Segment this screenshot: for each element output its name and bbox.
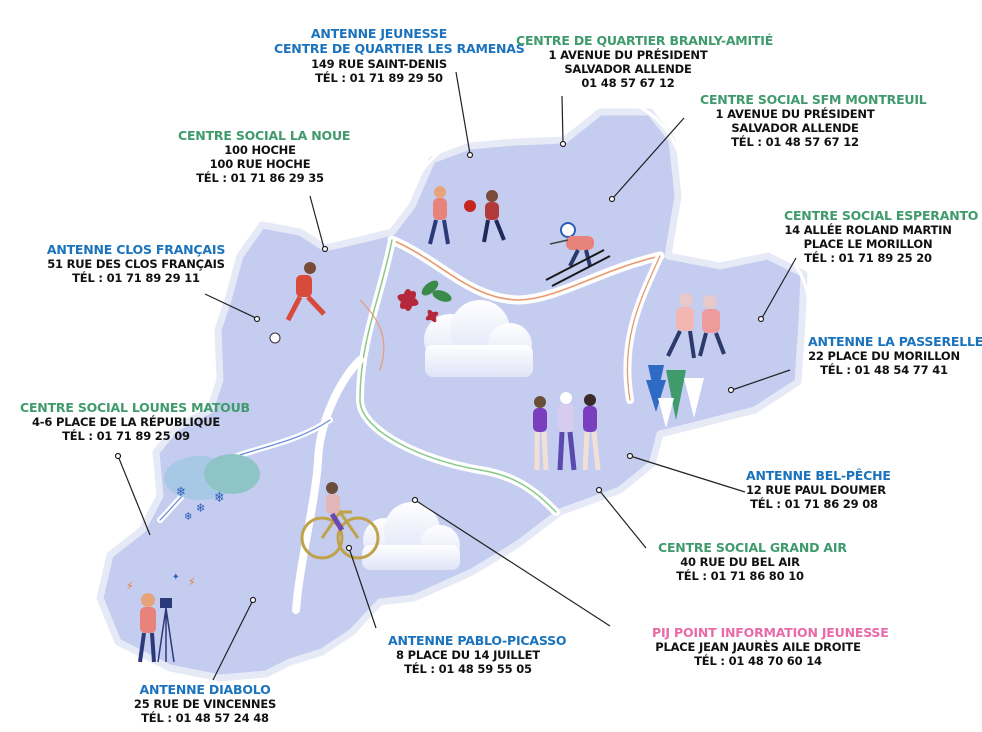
phone-line: TÉL : 01 71 86 29 35 [196, 171, 324, 186]
address-line: 22 PLACE DU MORILLON [808, 349, 960, 364]
ice-skaters [666, 293, 726, 359]
address-line: SALVADOR ALLENDE [564, 62, 692, 77]
title-line: ANTENNE CLOS FRANÇAIS [46, 242, 226, 257]
poinsettia-flower [397, 289, 439, 323]
leader-lines [114, 71, 797, 681]
map-outline [249, 98, 814, 452]
svg-text:❄: ❄ [176, 485, 186, 500]
people-playing-ball [428, 186, 506, 245]
address-line: 100 RUE HOCHE [209, 157, 311, 172]
label-sfm-montreuil: CENTRE SOCIAL SFM MONTREUIL 1 AVENUE DU … [700, 92, 927, 150]
svg-text:✦: ✦ [172, 572, 180, 583]
snow-cloud: ❄ ❄ ❄ ❄ [164, 454, 260, 523]
phone-line: TÉL : 01 48 57 67 12 [731, 135, 859, 150]
label-pablo-picasso: ANTENNE PABLO-PICASSO 8 PLACE DU 14 JUIL… [388, 633, 567, 677]
title-line: ANTENNE BEL-PÊCHE [746, 468, 891, 483]
label-passerelle: ANTENNE LA PASSERELLE 22 PLACE DU MORILL… [808, 334, 982, 378]
phone-line: TÉL : 01 71 89 25 20 [804, 251, 932, 266]
address-line: 12 RUE PAUL DOUMER [746, 483, 886, 498]
label-branly-amitie: CENTRE DE QUARTIER BRANLY-AMITIÉ 1 AVENU… [516, 33, 774, 91]
skier [545, 222, 611, 287]
photographer: ⚡ ⚡ ✦ [126, 572, 196, 663]
title-line: ANTENNE DIABOLO [139, 682, 271, 697]
holly-leaves [421, 280, 452, 302]
label-diabolo: ANTENNE DIABOLO 25 RUE DE VINCENNES TÉL … [130, 682, 280, 725]
label-jeunesse-ramenas: ANTENNE JEUNESSE CENTRE DE QUARTIER LES … [274, 26, 525, 85]
svg-text:❄: ❄ [214, 490, 225, 506]
address-line: 8 PLACE DU 14 JUILLET [396, 648, 540, 663]
title-line: ANTENNE PABLO-PICASSO [388, 633, 567, 648]
title-line: ANTENNE LA PASSERELLE [808, 334, 982, 349]
address-line: 51 RUE DES CLOS FRANÇAIS [47, 257, 225, 272]
title-line: CENTRE SOCIAL GRAND AIR [658, 540, 847, 555]
address-line: 1 AVENUE DU PRÉSIDENT [548, 48, 708, 63]
address-line: 100 HOCHE [224, 143, 296, 158]
title-line: CENTRE SOCIAL ESPERANTO [784, 208, 979, 223]
address-line: 4-6 PLACE DE LA RÉPUBLIQUE [32, 415, 220, 430]
title-line: CENTRE DE QUARTIER BRANLY-AMITIÉ [516, 33, 774, 48]
phone-line: TÉL : 01 71 89 29 50 [315, 70, 443, 85]
address-line: 1 AVENUE DU PRÉSIDENT [715, 107, 875, 122]
svg-text:⚡: ⚡ [126, 579, 134, 593]
label-pij: PIJ POINT INFORMATION JEUNESSE PLACE JEA… [652, 625, 889, 669]
svg-text:⚡: ⚡ [188, 575, 196, 589]
label-la-noue: CENTRE SOCIAL LA NOUE 100 HOCHE 100 RUE … [178, 128, 351, 186]
label-clos-francais: ANTENNE CLOS FRANÇAIS 51 RUE DES CLOS FR… [46, 242, 226, 285]
phone-line: TÉL : 01 71 86 80 10 [676, 569, 804, 584]
title-line: CENTRE DE QUARTIER LES RAMENAS [274, 41, 525, 57]
address-line: 25 RUE DE VINCENNES [133, 697, 277, 712]
cyclist [300, 482, 380, 560]
label-esperanto: CENTRE SOCIAL ESPERANTO 14 ALLÉE ROLAND … [784, 208, 979, 266]
football-player [269, 262, 326, 344]
title-line: CENTRE SOCIAL SFM MONTREUIL [700, 92, 927, 107]
address-line: 14 ALLÉE ROLAND MARTIN [784, 223, 952, 238]
phone-line: TÉL : 01 48 70 60 14 [694, 654, 822, 669]
group-of-friends [533, 392, 601, 471]
phone-line: TÉL : 01 48 54 77 41 [820, 363, 948, 378]
title-line: ANTENNE JEUNESSE [310, 26, 448, 41]
address-line: 149 RUE SAINT-DENIS [311, 56, 447, 71]
road-network [157, 235, 665, 614]
snow-mound-1 [424, 300, 533, 377]
address-line: PLACE LE MORILLON [803, 237, 933, 252]
phone-line: 01 48 57 67 12 [581, 76, 675, 91]
title-line: CENTRE SOCIAL LOUNES MATOUB [20, 400, 250, 415]
label-grand-air: CENTRE SOCIAL GRAND AIR 40 RUE DU BEL AI… [658, 540, 847, 584]
label-lounes-matoub: CENTRE SOCIAL LOUNES MATOUB 4-6 PLACE DE… [20, 400, 250, 444]
phone-line: TÉL : 01 48 59 55 05 [404, 662, 532, 677]
pine-trees [646, 365, 704, 428]
svg-text:❄: ❄ [184, 510, 192, 523]
address-line: PLACE JEAN JAURÈS AILE DROITE [655, 640, 861, 655]
title-line: CENTRE SOCIAL LA NOUE [178, 128, 351, 143]
svg-text:❄: ❄ [196, 501, 205, 515]
snow-mound-2 [362, 502, 460, 570]
phone-line: TÉL : 01 71 89 29 11 [72, 271, 200, 286]
map-territory [96, 108, 808, 682]
phone-line: TÉL : 01 71 86 29 08 [750, 497, 878, 512]
title-line: PIJ POINT INFORMATION JEUNESSE [652, 625, 889, 640]
phone-line: TÉL : 01 71 89 25 09 [62, 429, 190, 444]
address-line: SALVADOR ALLENDE [731, 121, 859, 136]
label-bel-peche: ANTENNE BEL-PÊCHE 12 RUE PAUL DOUMER TÉL… [746, 468, 891, 512]
address-line: 40 RUE DU BEL AIR [680, 555, 800, 570]
phone-line: TÉL : 01 48 57 24 48 [141, 711, 269, 726]
